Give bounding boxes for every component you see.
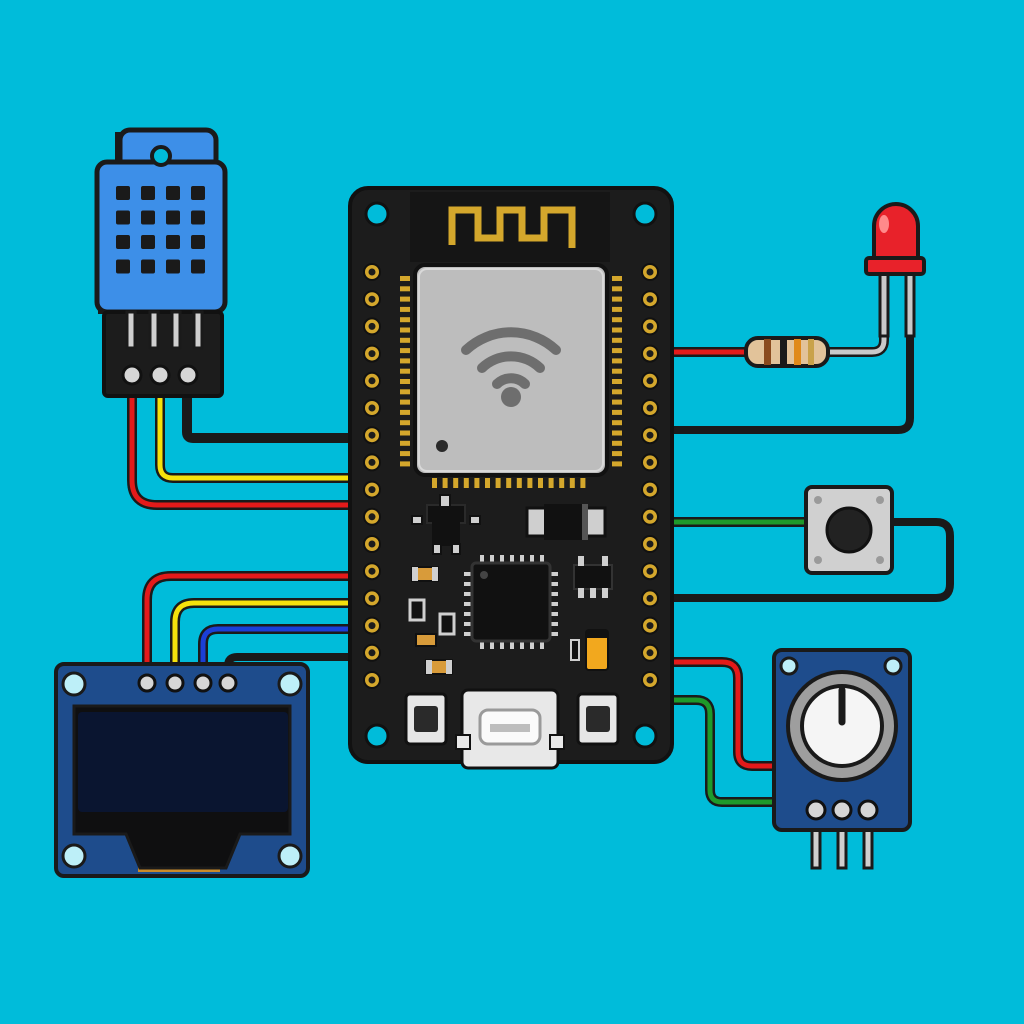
reset-button[interactable] xyxy=(576,692,620,746)
grille-slot xyxy=(141,235,155,249)
mount-hole xyxy=(632,723,658,749)
pin-header-left xyxy=(363,263,381,689)
smd-components xyxy=(408,566,609,675)
grille-slot xyxy=(191,210,205,225)
dht-sensor xyxy=(94,127,228,398)
usb-serial-chip xyxy=(464,555,558,649)
pin-header-right xyxy=(641,263,659,689)
wire-dht-black xyxy=(182,367,377,443)
mount-hole xyxy=(364,201,390,227)
grille-slot xyxy=(191,259,205,274)
dht-mount-hole xyxy=(150,145,172,167)
wire-dht-yellow xyxy=(155,367,377,483)
pcb-antenna-trace xyxy=(448,206,576,248)
dht-pin-pads xyxy=(121,364,199,386)
wifi-module xyxy=(413,263,609,477)
grille-slot xyxy=(191,186,205,200)
wifi-icon xyxy=(461,327,561,389)
grille-slot xyxy=(116,210,130,225)
oled-header-pins xyxy=(137,673,238,693)
grille-slot xyxy=(141,210,155,225)
diode xyxy=(525,504,607,540)
grille-slot xyxy=(166,210,180,225)
antenna-area xyxy=(410,192,610,262)
grille-slot xyxy=(141,186,155,200)
oled-mount-hole xyxy=(61,843,87,869)
wire-pot-green xyxy=(647,695,785,807)
wire-button-black xyxy=(648,518,954,602)
wire-led-black xyxy=(648,331,914,434)
pot-mount-hole xyxy=(883,656,903,676)
oled-display xyxy=(54,662,310,878)
pot-mount-hole xyxy=(779,656,799,676)
oled-mount-hole xyxy=(61,671,87,697)
push-button[interactable] xyxy=(804,485,894,575)
regulator-chip xyxy=(411,494,481,555)
micro-usb-port[interactable] xyxy=(455,688,565,770)
grille-slot xyxy=(191,235,205,249)
boot-button[interactable] xyxy=(404,692,448,746)
button-cap[interactable] xyxy=(825,506,873,554)
led-highlight xyxy=(879,215,889,233)
oled-screen xyxy=(78,712,288,812)
grille-slot xyxy=(141,259,155,274)
grille-slot xyxy=(116,259,130,274)
resistor-band xyxy=(780,339,787,365)
dht-leads xyxy=(125,310,204,350)
small-ic xyxy=(573,556,613,598)
wire-oled-blue xyxy=(198,624,377,685)
oled-mount-hole xyxy=(277,843,303,869)
pot-knob[interactable] xyxy=(800,684,884,768)
wire-oled-yellow xyxy=(170,598,377,685)
module-castellations xyxy=(400,276,622,488)
grille-slot xyxy=(116,235,130,249)
grille-slot xyxy=(166,235,180,249)
oled-mount-hole xyxy=(277,671,303,697)
wire-dht-red xyxy=(127,385,377,510)
wifi-icon-dot xyxy=(501,387,521,407)
wire-oled-red xyxy=(142,571,377,685)
esp32-board xyxy=(348,186,674,770)
resistor-band xyxy=(808,339,814,365)
wire-resistor-led xyxy=(817,267,889,357)
pin1-marker xyxy=(436,440,448,452)
red-led xyxy=(864,202,926,338)
potentiometer xyxy=(772,648,912,870)
grille-slot xyxy=(166,259,180,274)
mount-hole xyxy=(632,201,658,227)
grille-slot xyxy=(116,186,130,200)
pot-pin-pads xyxy=(805,799,879,821)
mount-hole xyxy=(364,723,390,749)
grille-slot xyxy=(166,186,180,200)
resistor-band xyxy=(764,339,771,365)
wires xyxy=(127,267,954,807)
sensor-grille xyxy=(116,186,205,274)
wire-pot-red xyxy=(647,657,785,771)
resistor xyxy=(744,336,830,368)
resistor-band xyxy=(794,339,801,365)
